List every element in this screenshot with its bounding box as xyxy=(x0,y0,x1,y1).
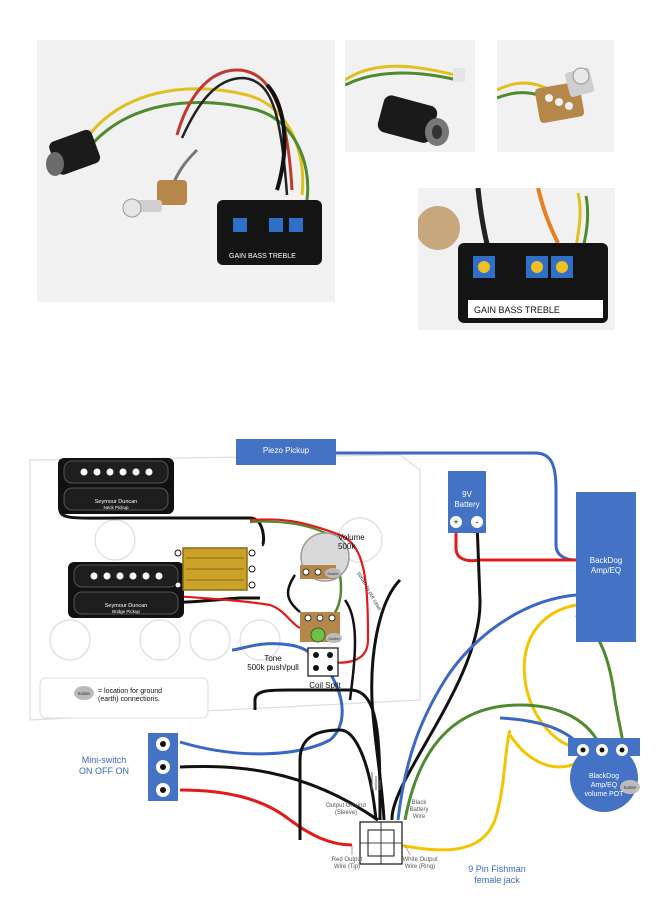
coil-split-label: Coil Split xyxy=(309,681,341,690)
tone-label: Tone 500k push/pull xyxy=(247,654,299,672)
switch-label: Mini-switch ON OFF ON xyxy=(79,755,129,776)
bridge-pickup: Seymour Duncan Bridge Pickup xyxy=(68,562,184,618)
preamp-closeup-photo: GAIN BASS TREBLE xyxy=(418,188,615,330)
volume-solder-badge: Solder xyxy=(327,571,339,576)
tone-solder-badge: Solder xyxy=(328,636,340,641)
pot-blue-wire xyxy=(499,716,585,751)
white-output-leader xyxy=(404,844,411,856)
neck-pickup-label: Neck Pickup xyxy=(103,505,129,510)
harness-photo: GAIN BASS TREBLE xyxy=(37,40,335,302)
black-battery-label: Black Battery Wire xyxy=(409,800,429,820)
ground-wire-c xyxy=(370,578,402,821)
volume-label: Volume 500k xyxy=(338,533,365,551)
backdog-blue-wire xyxy=(396,593,577,821)
pot-closeup-photo xyxy=(497,40,614,152)
solder-legend-text: = location for ground (earth) connection… xyxy=(98,688,163,703)
battery-label: 9V Battery xyxy=(454,490,480,509)
ground-wire-a xyxy=(253,688,382,821)
white-output-label: White Output Wire (Ring) xyxy=(402,857,438,870)
tone-pot: Solder xyxy=(300,612,342,643)
backdog-green-wire xyxy=(575,613,625,751)
closeup-box-label: GAIN BASS TREBLE xyxy=(474,305,560,315)
volume-pot-label: BlackDog Amp/EQ volume POT xyxy=(584,773,624,798)
piezo-label: Piezo Pickup xyxy=(262,446,310,455)
jack-closeup-photo xyxy=(345,40,475,152)
neck-pickup: Seymour Duncan Neck Pickup xyxy=(58,458,174,514)
switch-red-wire xyxy=(179,788,353,847)
red-output-label: Red Output Wire (Tip) xyxy=(331,857,363,870)
battery-black-wire xyxy=(390,521,482,821)
white-output-yellow-wire xyxy=(397,729,512,852)
bridge-pickup-brand: Seymour Duncan xyxy=(105,603,148,609)
pot-case-note: solder to pot case xyxy=(355,571,382,612)
main-box-label: GAIN BASS TREBLE xyxy=(229,253,296,260)
battery-plus: + xyxy=(453,517,458,527)
bridge-black-wire xyxy=(159,596,260,604)
bridge-pickup-label: Bridge Pickup xyxy=(112,609,140,614)
body-outline xyxy=(29,454,421,721)
pickup-selector-switch xyxy=(174,547,256,591)
output-ground-label: Output Ground (Sleeve) xyxy=(326,803,366,816)
legend-solder-badge: Solder xyxy=(77,691,91,696)
mini-switch xyxy=(148,733,178,801)
neck-pickup-brand: Seymour Duncan xyxy=(95,499,138,505)
battery-minus: - xyxy=(476,517,479,527)
ground-symbol xyxy=(371,772,381,790)
fishman-label: 9 Pin Fishman female jack xyxy=(468,864,526,885)
pot-green-wire xyxy=(403,703,604,821)
jack-closeup-drawing xyxy=(345,64,465,146)
backdog-yellow-wire xyxy=(522,603,583,750)
neck-to-volume-green xyxy=(249,520,346,546)
coil-split-switch xyxy=(307,647,339,677)
pot-closeup-drawing xyxy=(497,67,595,123)
tone-green-wire xyxy=(309,574,343,630)
ground-wire-b xyxy=(298,728,378,840)
neck-black-wire xyxy=(58,509,265,547)
bridge-red-wire xyxy=(159,593,301,630)
backdog-label: BackDog Amp/EQ xyxy=(589,556,623,575)
volume-to-tone-black xyxy=(286,574,301,613)
harness-photo-drawing: GAIN BASS TREBLE xyxy=(46,68,322,265)
pot-yellow-wire xyxy=(508,734,592,769)
preamp-closeup-drawing: GAIN BASS TREBLE xyxy=(418,188,608,323)
battery-red-wire xyxy=(454,522,576,563)
